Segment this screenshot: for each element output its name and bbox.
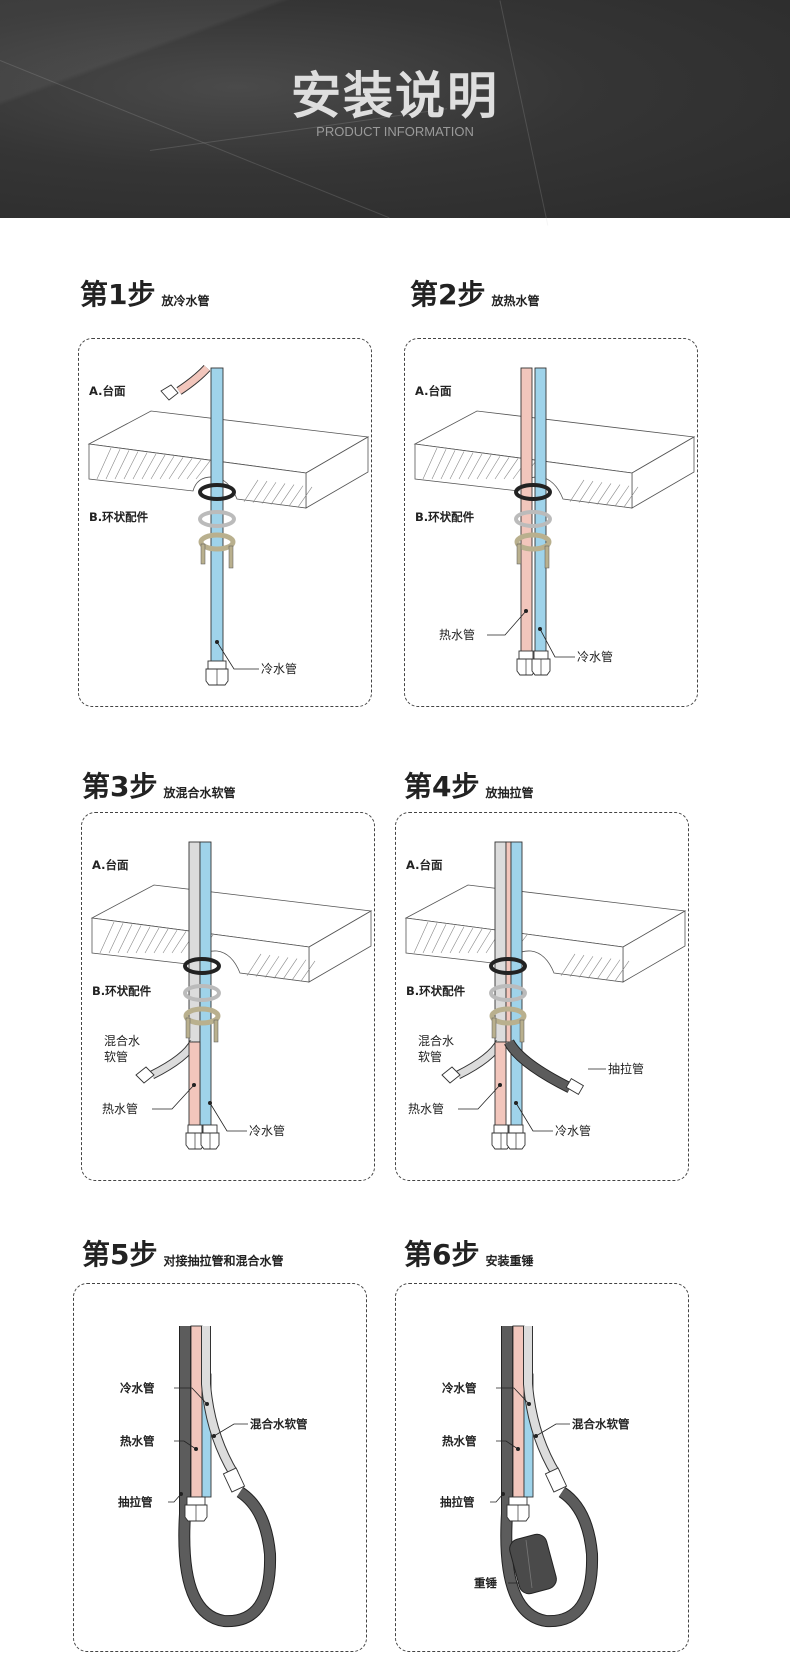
- nut-icon: [531, 650, 551, 676]
- header-banner: 安装说明 PRODUCT INFORMATION: [0, 0, 790, 226]
- label-mix-hose-line1: 混合水: [104, 1033, 140, 1048]
- step-3-diagram: A.台面 B.环状配件混合水软管热水管冷水管: [81, 812, 375, 1181]
- label-hot-pipe: 热水管: [102, 1101, 138, 1116]
- nut-icon: [491, 1124, 511, 1150]
- step-number: 第6步: [404, 1238, 480, 1271]
- step-description: 放混合水软管: [163, 786, 236, 800]
- hose-nut-icon: [441, 1066, 461, 1084]
- countertop-icon: [404, 884, 687, 983]
- pull-hose-loop: [500, 1326, 599, 1628]
- nut-icon: [205, 660, 229, 686]
- step-number: 第1步: [80, 278, 156, 311]
- step-title-5: 第5步对接抽拉管和混合水管: [82, 1240, 284, 1270]
- label-weight: 重锤: [474, 1576, 497, 1590]
- step-description: 放抽拉管: [485, 786, 534, 800]
- label-ring-fitting: B.环状配件: [92, 984, 152, 998]
- pull-hose-loop: [178, 1326, 277, 1628]
- countertop-icon: [413, 410, 696, 509]
- step-title-1: 第1步放冷水管: [80, 280, 210, 310]
- step-number: 第4步: [404, 770, 480, 803]
- step-number: 第3步: [82, 770, 158, 803]
- label-pull-hose: 抽拉管: [440, 1495, 475, 1509]
- label-hot-pipe: 热水管: [408, 1101, 444, 1116]
- nut-icon: [506, 1496, 530, 1522]
- hose-nut-icon: [222, 1467, 246, 1493]
- ring-fittings-icon: [514, 483, 552, 569]
- step-title-2: 第2步放热水管: [410, 280, 540, 310]
- label-mix-hose-line1: 混合水: [418, 1033, 454, 1048]
- label-cold-pipe: 冷水管: [120, 1381, 155, 1395]
- page-title: 安装说明: [291, 67, 499, 125]
- ring-fittings-icon: [183, 957, 221, 1043]
- label-ring-fitting: B.环状配件: [415, 510, 475, 524]
- weight-icon: [509, 1533, 557, 1595]
- label-countertop: A.台面: [92, 858, 129, 872]
- countertop-icon: [90, 884, 373, 983]
- label-ring-fitting: B.环状配件: [406, 984, 466, 998]
- page-subtitle: PRODUCT INFORMATION: [316, 124, 474, 139]
- label-hot-pipe: 热水管: [442, 1434, 477, 1448]
- label-cold-pipe: 冷水管: [442, 1381, 477, 1395]
- label-mix-hose-line2: 软管: [104, 1049, 128, 1064]
- step-title-3: 第3步放混合水软管: [82, 772, 236, 802]
- label-pull-hose: 抽拉管: [608, 1061, 644, 1076]
- step-5-diagram: 冷水管热水管 混合水软管抽拉管: [73, 1283, 367, 1652]
- nut-icon: [184, 1496, 208, 1522]
- nut-icon: [506, 1124, 526, 1150]
- label-hot-pipe: 热水管: [439, 627, 475, 642]
- hose-nut-icon: [544, 1467, 568, 1493]
- step-2-diagram: A.台面 B.环状配件热水管冷水管: [404, 338, 698, 707]
- label-cold-pipe: 冷水管: [555, 1123, 591, 1138]
- ring-fittings-icon: [198, 483, 236, 569]
- nut-icon: [200, 1124, 220, 1150]
- hose-nut-icon: [135, 1066, 155, 1084]
- step-title-4: 第4步放抽拉管: [404, 772, 534, 802]
- label-mix-hose: 混合水软管: [250, 1417, 308, 1431]
- step-description: 放热水管: [491, 294, 540, 308]
- label-cold-pipe: 冷水管: [261, 661, 297, 676]
- step-description: 安装重锤: [485, 1254, 534, 1268]
- ring-fittings-icon: [489, 957, 527, 1043]
- label-mix-hose-line2: 软管: [418, 1049, 442, 1064]
- label-cold-pipe: 冷水管: [577, 649, 613, 664]
- step-title-6: 第6步安装重锤: [404, 1240, 534, 1270]
- step-6-diagram: 重锤 冷水管热水管 混合水软管抽拉管: [395, 1283, 689, 1652]
- label-mix-hose: 混合水软管: [572, 1417, 630, 1431]
- step-4-diagram: 抽拉管 A.台面 B.环状配件混合水软管热水管冷水管: [395, 812, 689, 1181]
- label-pull-hose: 抽拉管: [118, 1495, 153, 1509]
- label-cold-pipe: 冷水管: [249, 1123, 285, 1138]
- step-1-diagram: A.台面 B.环状配件冷水管: [78, 338, 372, 707]
- label-countertop: A.台面: [415, 384, 452, 398]
- label-hot-pipe: 热水管: [120, 1434, 155, 1448]
- step-description: 放冷水管: [161, 294, 210, 308]
- step-description: 对接抽拉管和混合水管: [163, 1254, 284, 1268]
- step-number: 第5步: [82, 1238, 158, 1271]
- hose-nut-icon: [160, 384, 179, 401]
- pull-hose-nut-icon: [565, 1078, 585, 1095]
- label-countertop: A.台面: [89, 384, 126, 398]
- step-number: 第2步: [410, 278, 486, 311]
- label-ring-fitting: B.环状配件: [89, 510, 149, 524]
- label-countertop: A.台面: [406, 858, 443, 872]
- countertop-icon: [87, 410, 370, 509]
